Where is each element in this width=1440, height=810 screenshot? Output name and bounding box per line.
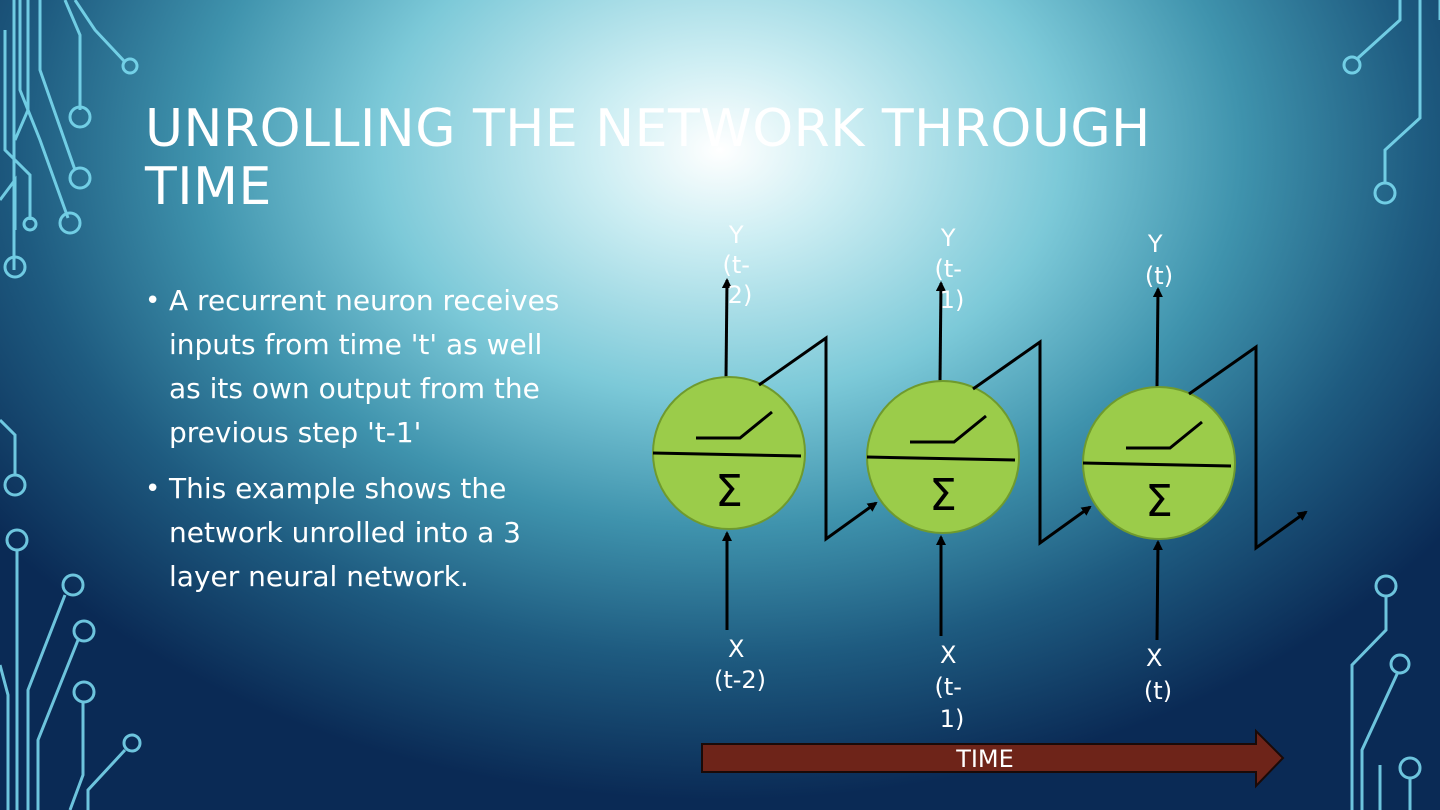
output-label: Y (t- 1) bbox=[934, 224, 969, 314]
bullet-text: A recurrent neuron receives inputs from … bbox=[169, 284, 560, 449]
neuron-divider bbox=[652, 451, 802, 458]
neuron-divider bbox=[1082, 461, 1232, 468]
bullet-text: This example shows the network unrolled … bbox=[169, 472, 521, 593]
neuron-t-minus-2: Σ Y (t- 2) X (t-2) bbox=[652, 221, 878, 694]
activation-icon bbox=[1126, 420, 1203, 450]
recurrent-connection bbox=[972, 339, 1092, 546]
time-label: TIME bbox=[955, 745, 1014, 773]
activation-icon bbox=[696, 410, 773, 440]
sum-icon: Σ bbox=[1145, 476, 1173, 527]
input-label: X (t- 1) bbox=[934, 641, 969, 733]
recurrent-connection bbox=[1188, 344, 1308, 551]
neuron-t-minus-1: Σ Y (t- 1) X (t- 1) bbox=[866, 224, 1092, 733]
sum-icon: Σ bbox=[715, 466, 743, 517]
sum-icon: Σ bbox=[929, 470, 957, 521]
bullet-list: • A recurrent neuron receives inputs fro… bbox=[145, 279, 565, 611]
bullet-item: • A recurrent neuron receives inputs fro… bbox=[145, 279, 565, 455]
bullet-item: • This example shows the network unrolle… bbox=[145, 467, 565, 599]
activation-icon bbox=[910, 414, 987, 444]
time-arrow-shape bbox=[701, 728, 1285, 789]
output-label: Y (t) bbox=[1145, 230, 1173, 290]
time-arrow: TIME bbox=[701, 728, 1285, 789]
neuron-divider bbox=[866, 455, 1016, 462]
output-arrow bbox=[1152, 287, 1163, 388]
recurrent-connection bbox=[758, 335, 878, 542]
input-label: X (t) bbox=[1144, 644, 1172, 705]
slide-title: UNROLLING THE NETWORK THROUGH TIME bbox=[145, 99, 1151, 217]
output-arrow bbox=[935, 281, 946, 383]
output-label: Y (t- 2) bbox=[722, 221, 757, 309]
output-arrow bbox=[721, 278, 732, 379]
input-arrow bbox=[1152, 540, 1163, 641]
input-label: X (t-2) bbox=[714, 635, 766, 694]
bullet-icon: • bbox=[145, 474, 161, 504]
bullet-icon: • bbox=[145, 286, 161, 316]
neuron-t: Σ Y (t) X (t) bbox=[1082, 230, 1308, 705]
